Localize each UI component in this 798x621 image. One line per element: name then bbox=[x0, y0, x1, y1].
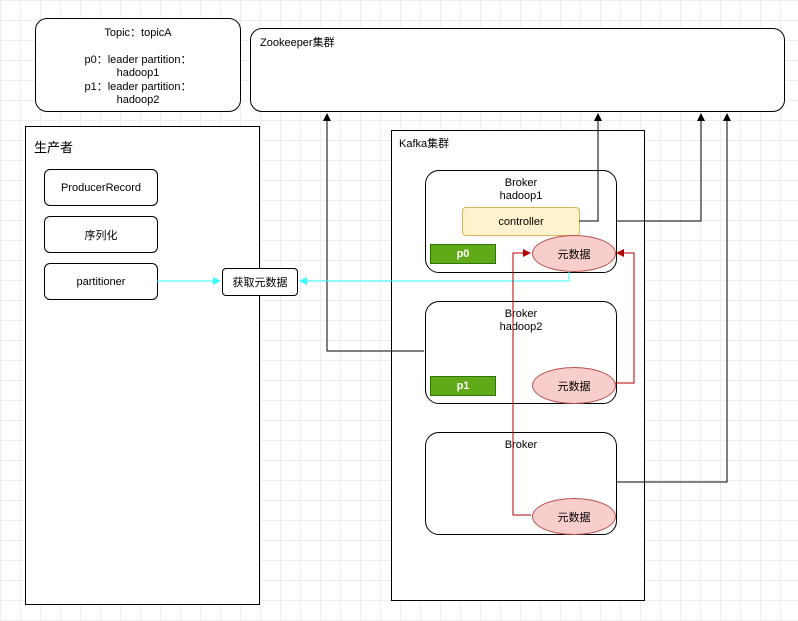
broker1-metadata[interactable]: 元数据 bbox=[532, 235, 616, 272]
p0-leader-host: hadoop1 bbox=[116, 67, 160, 79]
broker-hadoop1[interactable]: Broker hadoop1 controller p0 元数据 bbox=[425, 170, 617, 273]
serializer-node[interactable]: 序列化 bbox=[44, 216, 158, 253]
get-metadata-node[interactable]: 获取元数据 bbox=[222, 268, 298, 296]
partition-p0[interactable]: p0 bbox=[430, 244, 496, 264]
p0-leader-label: p0：leader partition： bbox=[84, 53, 192, 66]
broker3-metadata[interactable]: 元数据 bbox=[532, 498, 616, 535]
kafka-title: Kafka集群 bbox=[399, 138, 450, 150]
zookeeper-title: Zookeeper集群 bbox=[260, 37, 335, 49]
broker1-host: hadoop1 bbox=[499, 190, 543, 202]
broker2-host: hadoop2 bbox=[499, 321, 543, 333]
broker-3[interactable]: Broker 元数据 bbox=[425, 432, 617, 535]
broker3-name: Broker bbox=[504, 439, 538, 451]
broker2-name: Broker bbox=[504, 308, 538, 320]
broker1-name: Broker bbox=[504, 177, 538, 189]
p1-leader-label: p1：leader partition： bbox=[84, 80, 192, 93]
kafka-cluster[interactable]: Kafka集群 Broker hadoop1 controller p0 元数据… bbox=[391, 130, 645, 601]
topic-info-box[interactable]: Topic：topicA p0：leader partition： hadoop… bbox=[35, 18, 241, 112]
controller-node[interactable]: controller bbox=[462, 207, 580, 236]
partition-p1[interactable]: p1 bbox=[430, 376, 496, 396]
p1-leader-host: hadoop2 bbox=[116, 94, 160, 106]
partitioner-node[interactable]: partitioner bbox=[44, 263, 158, 300]
topic-name: Topic：topicA bbox=[104, 27, 172, 39]
producer-container[interactable]: 生产者 ProducerRecord 序列化 partitioner bbox=[25, 126, 260, 605]
zookeeper-cluster[interactable]: Zookeeper集群 bbox=[250, 28, 785, 112]
producer-record-node[interactable]: ProducerRecord bbox=[44, 169, 158, 206]
broker-hadoop2[interactable]: Broker hadoop2 p1 元数据 bbox=[425, 301, 617, 404]
broker2-metadata[interactable]: 元数据 bbox=[532, 367, 616, 404]
producer-title: 生产者 bbox=[34, 140, 74, 155]
